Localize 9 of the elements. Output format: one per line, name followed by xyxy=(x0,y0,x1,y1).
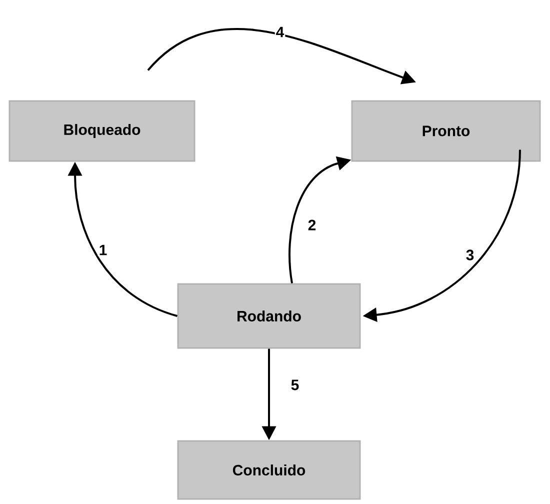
edge-label: 1 xyxy=(98,244,108,256)
state-box: Pronto xyxy=(351,100,541,162)
state-box: Rodando xyxy=(177,283,361,349)
edge-label: 4 xyxy=(274,26,286,38)
state-box: Bloqueado xyxy=(8,100,196,162)
edge-label: 3 xyxy=(464,248,476,262)
state-box: Concluido xyxy=(177,440,361,500)
edge-label: 2 xyxy=(306,218,318,232)
edge-label: 5 xyxy=(290,378,300,392)
